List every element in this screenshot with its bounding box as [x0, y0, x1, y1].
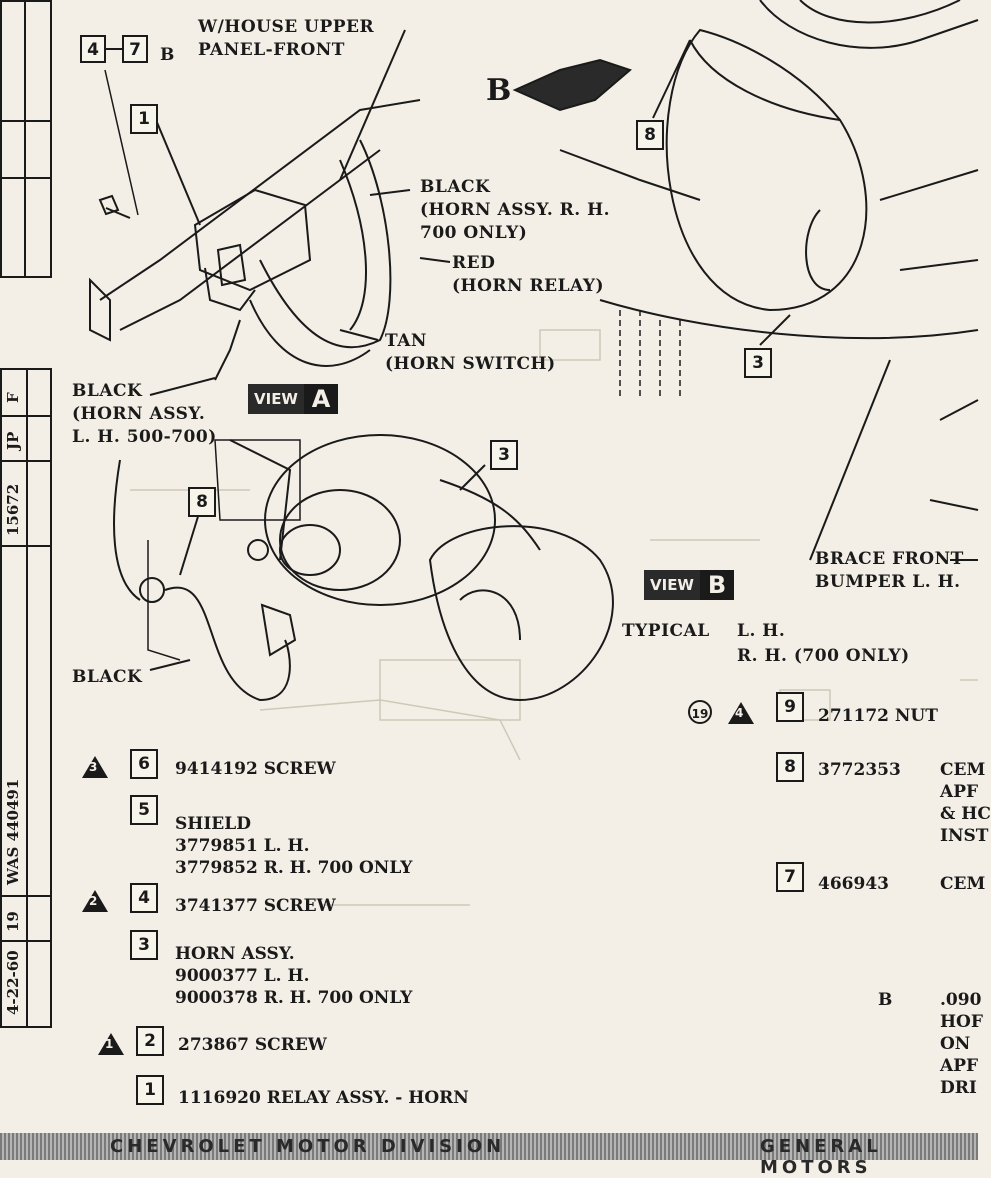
rev-code: F [4, 392, 22, 403]
part-4-desc: 3741377 SCREW [175, 896, 336, 916]
label-tan-2: (HORN SWITCH) [385, 354, 556, 374]
label-red-2: (HORN RELAY) [452, 276, 605, 296]
label-typical-lh: L. H. [737, 621, 786, 641]
label-black-rh-3: 700 ONLY) [420, 223, 528, 243]
part-b-desc-4: APF [940, 1056, 979, 1076]
part-4-number: 4 [130, 883, 158, 913]
callout-3-right: 3 [744, 348, 772, 378]
rev-date: 4-22-60 [4, 950, 22, 1015]
part-8-partno: 3772353 [818, 760, 901, 780]
part-b-desc-5: DRI [940, 1078, 977, 1098]
part-6-number: 6 [130, 749, 158, 779]
label-brace-2: BUMPER L. H. [815, 572, 961, 592]
view-a-word: VIEW [248, 384, 304, 414]
note-triangle-2: 2 [82, 890, 108, 912]
rev-number: 15672 [4, 483, 22, 536]
part-7-partno: 466943 [818, 874, 889, 894]
label-brace-1: BRACE FRONT [815, 549, 964, 569]
callout-3: 3 [490, 440, 518, 470]
callout-4: 4 [80, 35, 106, 63]
callout-8: 8 [188, 487, 216, 517]
label-black-lower: BLACK [72, 667, 143, 687]
part-3-lh: 9000377 L. H. [175, 966, 310, 986]
part-8-number: 8 [776, 752, 804, 782]
callout-connector [106, 48, 122, 50]
callout-8-right: 8 [636, 120, 664, 150]
part-3-name: HORN ASSY. [175, 944, 295, 964]
callout-b-ref: B [160, 45, 175, 65]
view-a-letter: A [303, 384, 338, 414]
rev-initials: JP [4, 431, 22, 450]
label-black-lh-1: BLACK [72, 381, 143, 401]
note-triangle-4: 4 [728, 702, 754, 724]
view-a-badge: VIEW A [248, 384, 338, 414]
part-1-number: 1 [136, 1075, 164, 1105]
part-b-desc-1: .090 [940, 990, 982, 1010]
view-b-badge: VIEW B [644, 570, 734, 600]
label-tan-1: TAN [385, 331, 427, 351]
footer-band: CHEVROLET MOTOR DIVISION GENERAL MOTORS [0, 1133, 978, 1178]
label-red-1: RED [452, 253, 496, 273]
revision-strip [0, 368, 52, 1028]
label-black-rh-1: BLACK [420, 177, 491, 197]
part-b-desc-3: ON [940, 1034, 971, 1054]
part-6-desc: 9414192 SCREW [175, 759, 336, 779]
part-8-desc-2: APF [940, 782, 979, 802]
ref-circle-19: 19 [688, 700, 712, 724]
part-b-ref: B [878, 990, 893, 1010]
part-2-number: 2 [136, 1026, 164, 1056]
footer-division: CHEVROLET MOTOR DIVISION [110, 1136, 506, 1157]
label-house-panel-1: W/HOUSE UPPER [198, 17, 375, 37]
rev-item: 19 [4, 911, 22, 932]
part-7-number: 7 [776, 862, 804, 892]
part-5-lh: 3779851 L. H. [175, 836, 310, 856]
label-black-lh-3: L. H. 500-700) [72, 427, 217, 447]
callout-1: 1 [130, 104, 158, 134]
part-2-desc: 273867 SCREW [178, 1035, 327, 1055]
part-3-rh: 9000378 R. H. 700 ONLY [175, 988, 413, 1008]
view-b-letter: B [699, 570, 734, 600]
rev-was: WAS 440491 [4, 778, 22, 885]
part-9-number: 9 [776, 692, 804, 722]
label-black-rh-2: (HORN ASSY. R. H. [420, 200, 611, 220]
part-5-number: 5 [130, 795, 158, 825]
horn-installation-diagram [89, 0, 979, 906]
revision-strip-top [0, 0, 52, 278]
part-b-desc-2: HOF [940, 1012, 983, 1032]
footer-company: GENERAL MOTORS [760, 1136, 882, 1178]
label-house-panel-2: PANEL-FRONT [198, 40, 345, 60]
note-triangle-3: 3 [82, 756, 108, 778]
part-5-name: SHIELD [175, 814, 251, 834]
label-black-lh-2: (HORN ASSY. [72, 404, 206, 424]
label-typical-rh: R. H. (700 ONLY) [737, 646, 910, 666]
part-3-number: 3 [130, 930, 158, 960]
view-b-arrow-letter: B [486, 73, 512, 108]
callout-7: 7 [122, 35, 148, 63]
part-8-desc-3: & HC [940, 804, 991, 824]
part-7-desc: CEM [940, 874, 986, 894]
note-triangle-1: 1 [98, 1033, 124, 1055]
part-8-desc-1: CEM [940, 760, 986, 780]
part-9-desc: 271172 NUT [818, 706, 938, 726]
label-typical: TYPICAL [622, 621, 710, 641]
view-b-word: VIEW [644, 570, 700, 600]
part-8-desc-4: INST [940, 826, 989, 846]
bleed-through-lines [130, 329, 978, 906]
part-5-rh: 3779852 R. H. 700 ONLY [175, 858, 413, 878]
part-1-desc: 1116920 RELAY ASSY. - HORN [178, 1088, 469, 1108]
